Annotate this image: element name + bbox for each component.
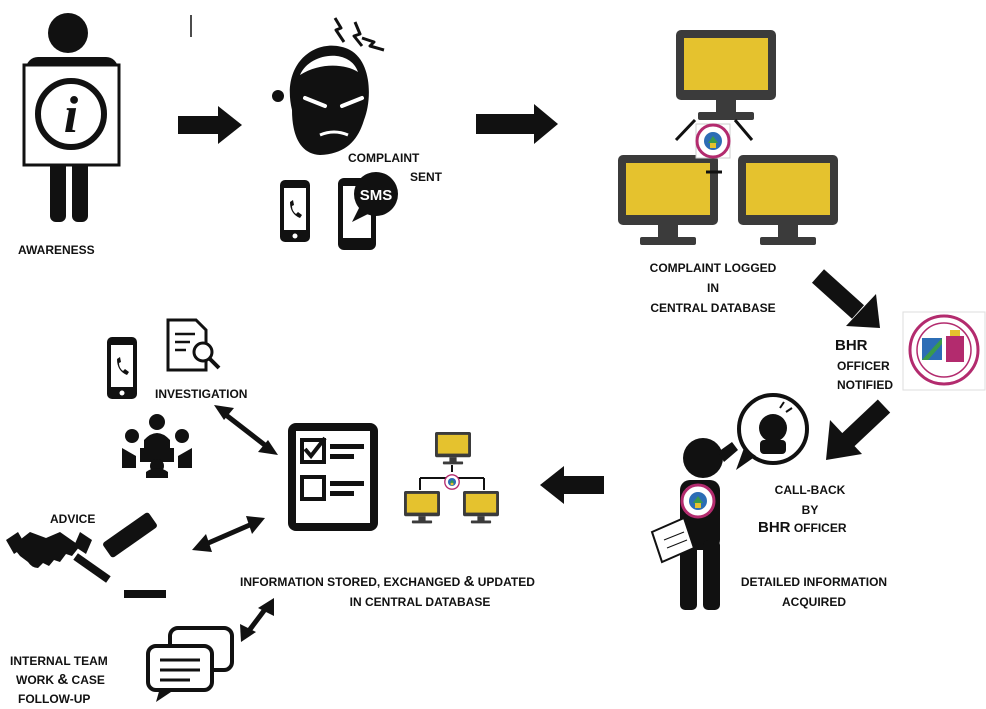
arrow-callback-to-storage (540, 466, 604, 504)
chat-bubbles-icon (146, 626, 234, 702)
detailed-label-line1: DETAILED INFORMATION (740, 575, 888, 589)
team-label-line3: FOLLOW-UP (18, 692, 91, 706)
gavel-icon (73, 512, 166, 598)
callback-bhr-text: BHR (758, 519, 791, 536)
awareness-person-icon: i (22, 13, 121, 222)
handshake-icon (6, 532, 92, 568)
arrow-advice (192, 516, 265, 552)
bhr-label-line2: OFFICER (837, 359, 890, 373)
detailed-label-line2: ACQUIRED (781, 595, 846, 609)
central-database-network-icon (618, 30, 838, 245)
checklist-tablet-icon (288, 423, 378, 531)
team-label-line1: INTERNAL TEAM (10, 654, 108, 668)
speech-bubble-face-icon (736, 393, 809, 470)
small-database-network-icon (404, 432, 499, 524)
stored-label-line2: IN CENTRAL DATABASE (349, 595, 491, 609)
investigation-label: INVESTIGATION (155, 387, 248, 401)
arrow-awareness-to-complaint (178, 106, 242, 144)
callback-label-line3: BHR OFFICER (758, 518, 847, 538)
sms-phone-icon: SMS (338, 172, 398, 250)
stored-ampersand: & (463, 573, 475, 590)
angry-face-icon (272, 17, 385, 155)
arrow-bhr-to-callback (826, 399, 891, 460)
advice-label: ADVICE (50, 512, 96, 526)
team-work-text: WORK (16, 673, 54, 687)
arrow-teamwork (240, 598, 274, 642)
arrow-database-to-bhr (811, 269, 880, 328)
document-search-icon (166, 318, 221, 372)
stored-label-line1: INFORMATION STORED, EXCHANGED & UPDATED (240, 572, 535, 592)
awareness-label: AWARENESS (18, 243, 95, 257)
investigation-phone-icon (107, 337, 137, 399)
logged-label-line3: CENTRAL DATABASE (650, 301, 776, 315)
stored-text-b: UPDATED (477, 575, 535, 589)
logged-label-line1: COMPLAINT LOGGED (649, 261, 777, 275)
callback-label-line2: BY (801, 503, 819, 517)
info-icon: i (64, 87, 79, 144)
phone-icon (280, 180, 310, 242)
meeting-people-icon (122, 414, 192, 478)
bhr-label-line3: NOTIFIED (837, 378, 893, 392)
team-label-line2: WORK & CASE (16, 670, 105, 690)
team-ampersand: & (57, 671, 69, 688)
stored-text-a: INFORMATION STORED, EXCHANGED (240, 575, 461, 589)
sms-icon: SMS (360, 187, 393, 204)
complaint-sent-label-line2: SENT (410, 170, 443, 184)
callback-officer-text: OFFICER (793, 521, 847, 535)
callback-label-line1: CALL-BACK (774, 483, 846, 497)
complaint-sent-label-line1: COMPLAINT (348, 151, 420, 165)
arrow-investigation (214, 405, 278, 455)
logged-label-line2: IN (707, 281, 719, 295)
team-case-text: CASE (71, 673, 105, 687)
bhr-label-line1: BHR (835, 337, 868, 354)
arrow-complaint-to-database (476, 104, 558, 144)
bhr-seal-logo (902, 311, 986, 391)
officer-on-phone-icon (650, 438, 738, 610)
